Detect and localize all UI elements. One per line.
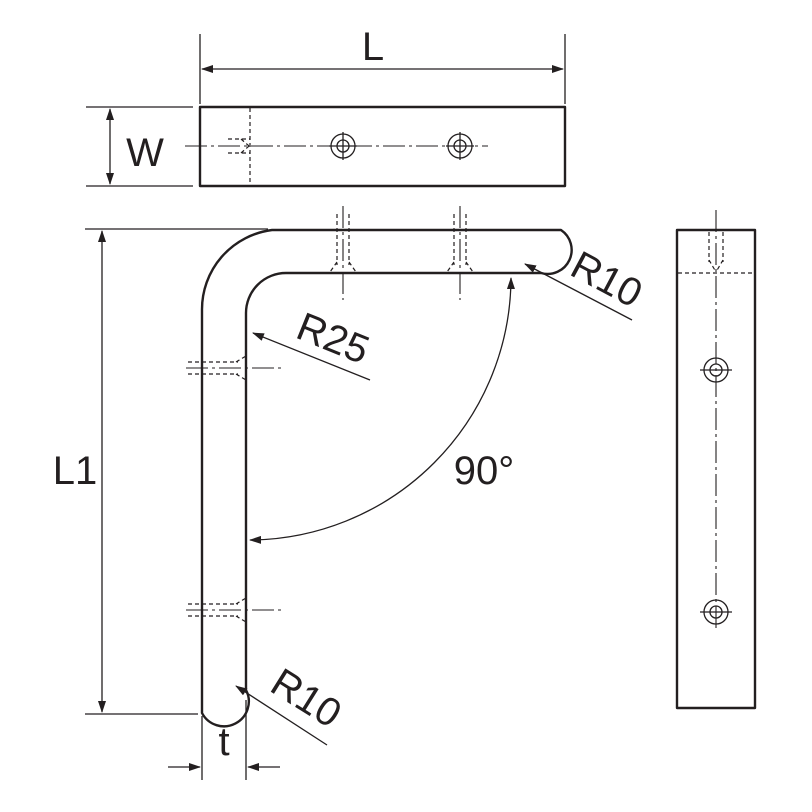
front-view-hidden-hole-1 — [329, 206, 357, 300]
dimension-angle: 90° — [249, 277, 515, 544]
side-view-hole-2 — [700, 599, 732, 625]
label-w: W — [126, 131, 164, 175]
top-view-hole-2 — [446, 132, 474, 160]
leader-r25: R25 — [252, 305, 376, 381]
dimension-l: L — [199, 25, 566, 104]
label-r25: R25 — [291, 305, 376, 373]
dimension-t: t — [168, 700, 280, 780]
front-view-hidden-hole-4 — [186, 597, 284, 623]
side-view-hole-1 — [700, 357, 732, 383]
label-l1: L1 — [53, 449, 98, 493]
leader-r10-top: R10 — [524, 243, 649, 321]
bracket-profile — [200, 228, 573, 728]
front-view-hidden-hole-3 — [186, 355, 284, 381]
side-view — [675, 210, 757, 710]
leader-r10-bottom: R10 — [235, 660, 349, 746]
label-l: L — [362, 25, 384, 69]
dimension-l1: L1 — [53, 228, 268, 715]
top-view-countersink-hidden — [228, 138, 250, 154]
top-view-hole-1 — [329, 132, 357, 160]
front-view: L1 t R25 R10 R10 90° — [53, 206, 649, 780]
front-view-hidden-hole-2 — [446, 206, 474, 300]
top-view: L W — [86, 25, 567, 188]
label-t: t — [218, 720, 229, 764]
label-r10-top: R10 — [564, 243, 649, 316]
dimension-w: W — [86, 106, 193, 187]
label-r10-bottom: R10 — [263, 660, 349, 736]
label-angle: 90° — [454, 449, 515, 493]
side-view-countersink-hidden — [708, 232, 724, 273]
